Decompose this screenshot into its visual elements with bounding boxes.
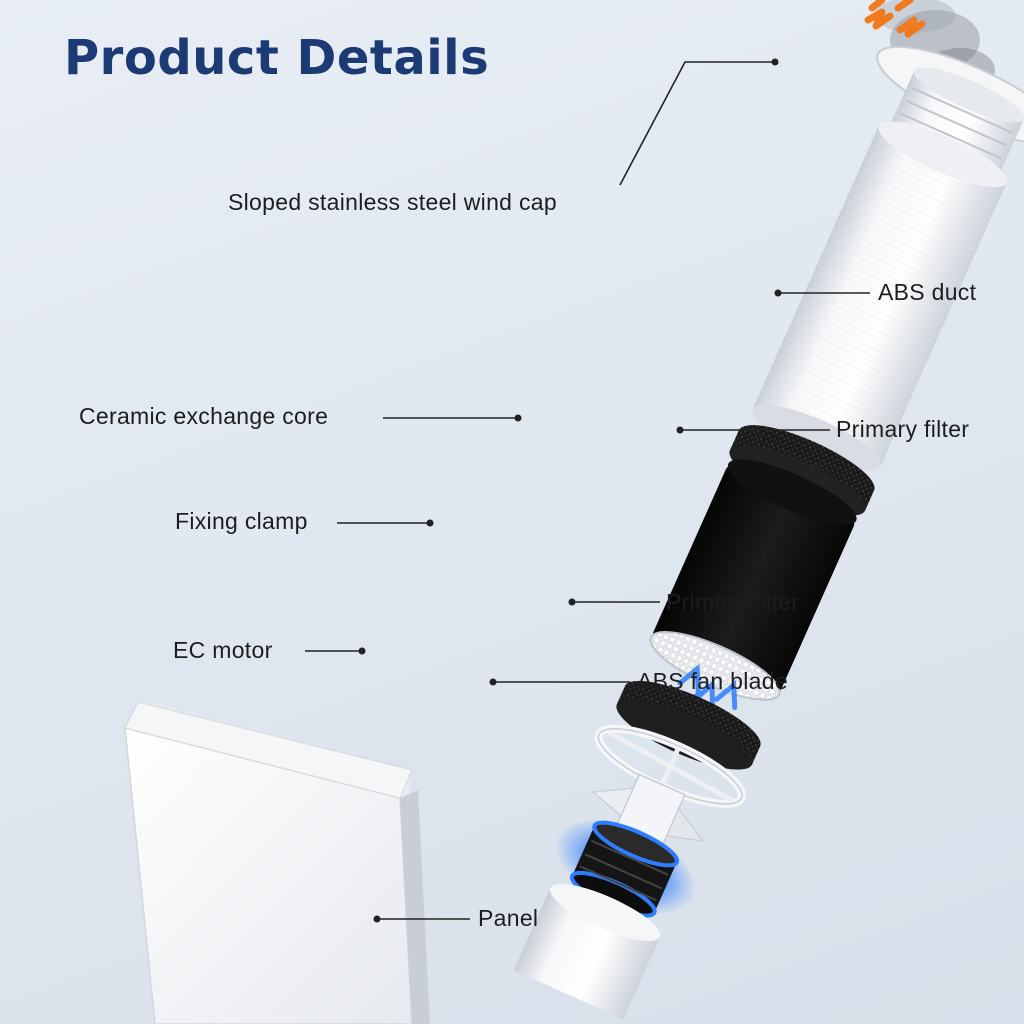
label-panel: Panel — [478, 905, 539, 931]
label-abs-duct: ABS duct — [878, 279, 977, 305]
label-abs-fan-blade: ABS fan blade — [637, 668, 788, 694]
exhaust-arrows-icon — [864, 0, 926, 38]
panel-part — [124, 700, 430, 1024]
page-title: Product Details — [64, 30, 490, 86]
anchor-dots — [358, 58, 782, 923]
label-fixing-clamp: Fixing clamp — [175, 508, 308, 534]
label-primary-filter-lower: Primary filter — [666, 589, 800, 615]
primary-filter-lower-part — [616, 680, 761, 770]
wind-cap-part — [876, 45, 1024, 184]
label-ec-motor: EC motor — [173, 637, 273, 663]
leader-wind-cap — [619, 61, 775, 186]
leader-lines — [305, 61, 870, 920]
label-wind-cap: Sloped stainless steel wind cap — [228, 189, 557, 215]
ceramic-exchange-core-part — [649, 459, 857, 701]
label-ceramic-core: Ceramic exchange core — [79, 403, 329, 429]
abs-duct-part — [752, 121, 1008, 471]
motor-housing-part — [513, 884, 661, 1020]
label-primary-filter-upper: Primary filter — [836, 416, 970, 442]
